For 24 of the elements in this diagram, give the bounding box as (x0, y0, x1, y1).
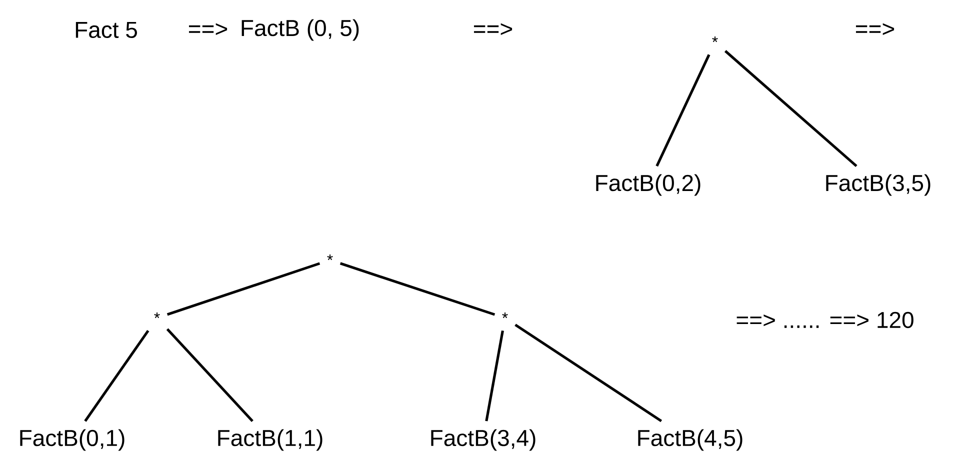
tree-branch (166, 262, 320, 316)
term-label: FactB(0,1) (20, 429, 124, 451)
tree-branch (514, 324, 662, 422)
term-label: FactB(1,1) (218, 429, 322, 451)
operator-symbol: * (712, 36, 718, 42)
tree-branch (485, 330, 504, 422)
operator-symbol: * (502, 312, 508, 318)
term-label: FactB(3,4) (431, 429, 536, 451)
rewrite-label: ==> ...... ==> 120 (736, 312, 914, 328)
term-label: FactB (0, 5) (242, 19, 359, 41)
tree-branch (340, 262, 496, 316)
term-label: FactB(0,2) (596, 174, 700, 196)
tree-branch (166, 328, 254, 422)
operator-symbol: * (327, 254, 333, 260)
operator-symbol: * (154, 312, 160, 318)
tree-branch (724, 50, 858, 168)
term-label: FactB(4,5) (638, 429, 742, 451)
rewrite-label: ==> (189, 23, 228, 35)
rewrite-label: ==> (856, 23, 894, 35)
rewrite-label: ==> (474, 23, 512, 35)
tree-branch (656, 54, 710, 167)
term-label: Fact 5 (76, 22, 137, 38)
term-label: FactB(3,5) (826, 174, 930, 196)
tree-branch (84, 330, 150, 422)
